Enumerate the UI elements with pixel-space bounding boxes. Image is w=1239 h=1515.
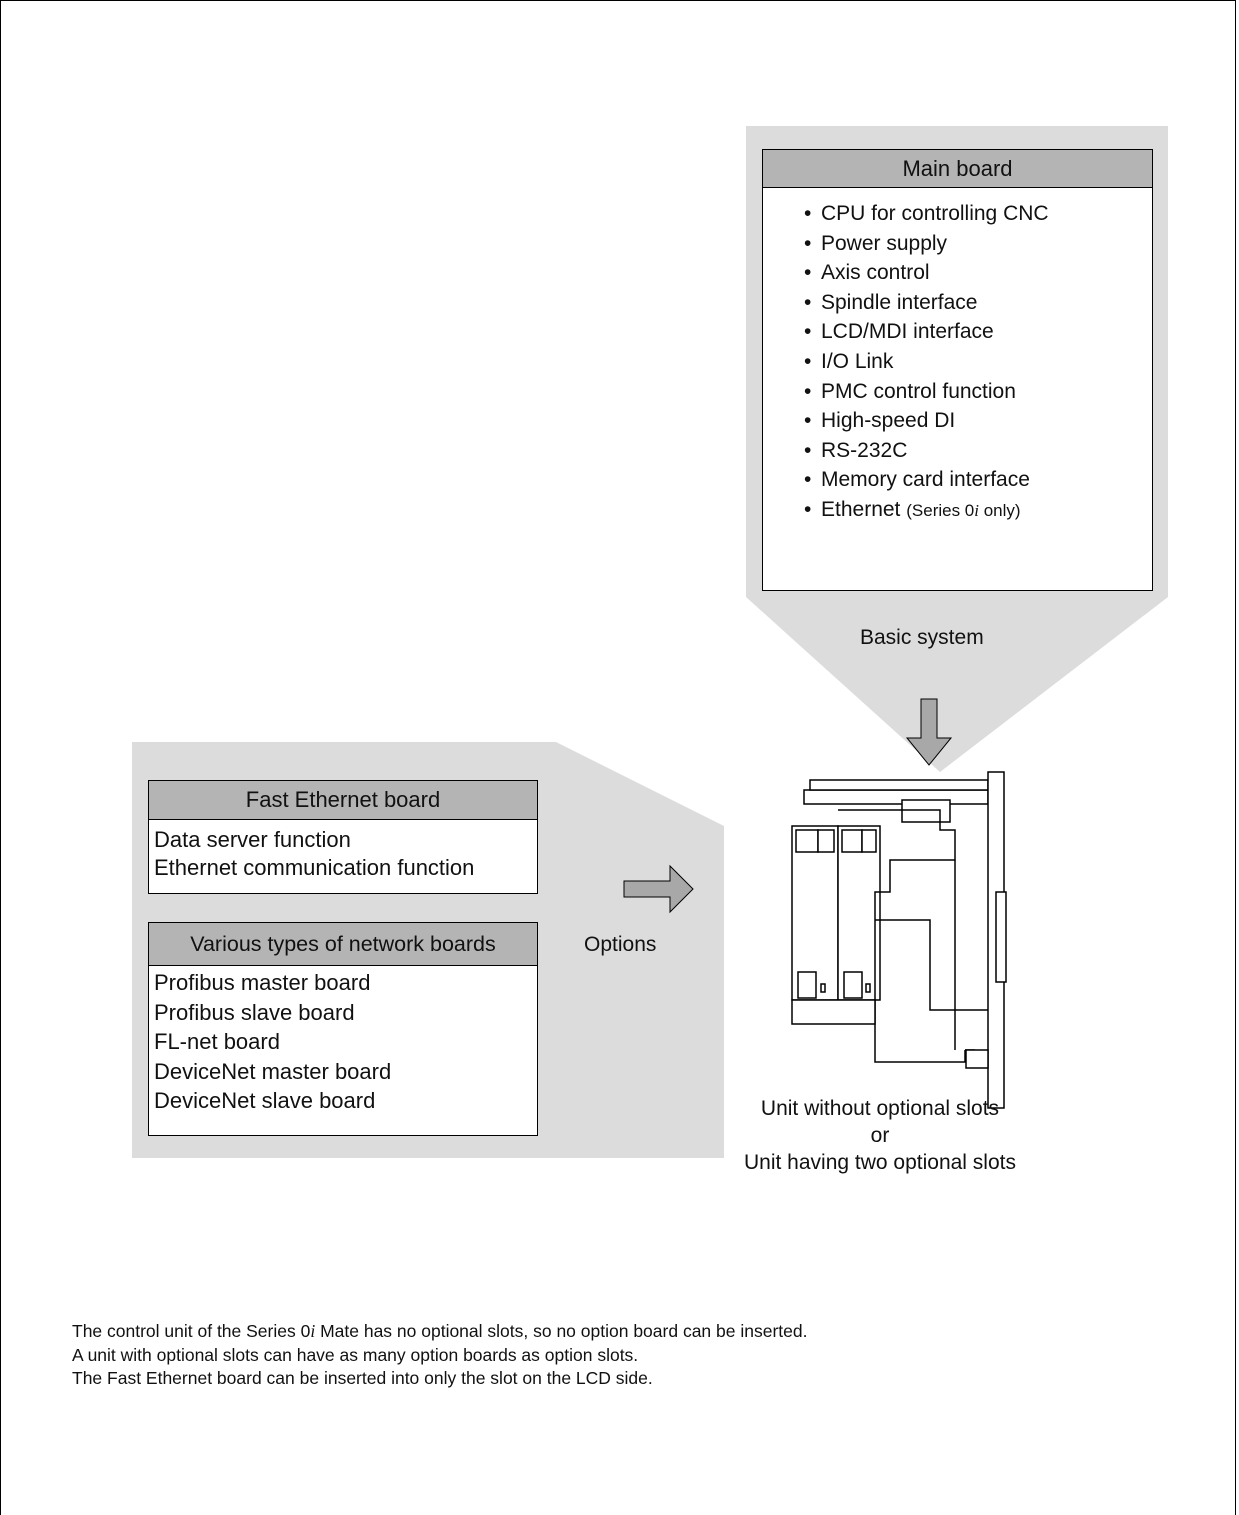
main-board-box: Main board •CPU for controlling CNC •Pow… (762, 149, 1153, 591)
options-label: Options (584, 933, 657, 956)
down-arrow-icon (905, 698, 953, 766)
list-item: •Power supply (804, 231, 948, 255)
main-board-title: Main board (763, 150, 1152, 188)
list-item: •I/O Link (804, 349, 894, 373)
list-item: •Axis control (804, 261, 930, 285)
list-item: DeviceNet master board (154, 1058, 392, 1084)
list-item: DeviceNet slave board (154, 1088, 376, 1113)
unit-caption-line-3: Unit having two optional slots (744, 1151, 1016, 1174)
list-item: •RS-232C (804, 438, 908, 462)
network-boards-title: Various types of network boards (149, 923, 537, 966)
list-item: •High-speed DI (804, 409, 956, 433)
basic-system-label: Basic system (860, 626, 984, 649)
list-item: •Memory card interface (804, 468, 1030, 492)
network-boards-list: Profibus master board Profibus slave boa… (149, 968, 537, 1116)
network-boards-box: Various types of network boards Profibus… (148, 922, 538, 1136)
note-line-3: The Fast Ethernet board can be inserted … (72, 1368, 653, 1388)
list-item: Ethernet communication function (154, 855, 475, 880)
notes: The control unit of the Series 0i Mate h… (72, 1320, 807, 1391)
control-unit-drawing (791, 771, 1007, 1109)
note-line-2: A unit with optional slots can have as m… (72, 1344, 639, 1365)
list-item: Profibus slave board (154, 999, 355, 1025)
fast-ethernet-board-title: Fast Ethernet board (149, 781, 537, 820)
fast-ethernet-functions: Data server function Ethernet communicat… (149, 826, 537, 882)
note-line-1: The control unit of the Series 0i Mate h… (72, 1321, 808, 1341)
main-board-list: •CPU for controlling CNC •Power supply •… (804, 199, 1049, 526)
list-item: •PMC control function (804, 379, 1016, 403)
list-item: Data server function (154, 827, 351, 852)
list-item: Profibus master board (154, 970, 371, 995)
fast-ethernet-board-box: Fast Ethernet board Data server function… (148, 780, 538, 894)
unit-caption-line-1: Unit without optional slots (760, 1097, 1000, 1120)
list-item: •LCD/MDI interface (804, 320, 994, 344)
list-item: •Spindle interface (804, 290, 978, 314)
right-arrow-icon (623, 864, 694, 914)
list-item: FL-net board (154, 1029, 280, 1054)
unit-caption-line-2: or (870, 1124, 890, 1147)
list-item: •Ethernet (Series 0i only) (804, 497, 1021, 521)
unit-caption: Unit without optional slots or Unit havi… (700, 1095, 1060, 1176)
list-item: •CPU for controlling CNC (804, 202, 1049, 225)
